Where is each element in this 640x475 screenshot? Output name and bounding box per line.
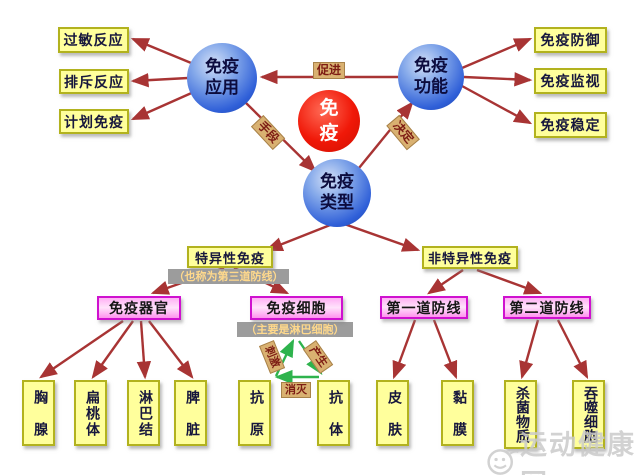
box-first-defense-line: 第一道防线 <box>380 296 468 319</box>
box-bactericide: 杀菌物质 <box>504 380 537 449</box>
node-immune-application-label: 免疫应用 <box>205 56 239 98</box>
box-immune-defense: 免疫防御 <box>534 27 607 53</box>
box-nonspecific-immunity: 非特异性免疫 <box>422 246 518 269</box>
watermark: 运动健康网 <box>482 423 640 475</box>
box-spleen: 脾脏 <box>174 380 207 446</box>
arrow-application-rejection <box>130 72 189 88</box>
node-immune-type: 免疫类型 <box>303 159 371 227</box>
box-mucosa: 黏膜 <box>441 380 474 446</box>
watermark-logo-icon <box>487 449 519 475</box>
watermark-text: 运动健康网 <box>520 430 637 475</box>
arrow-function-surveillance <box>463 72 533 87</box>
box-antigen: 抗原 <box>238 380 271 446</box>
node-immune-type-label: 免疫类型 <box>320 171 354 213</box>
node-immune-function: 免疫功能 <box>398 44 464 110</box>
arrow-type-function-decide <box>358 101 414 169</box>
box-immune-stability: 免疫稳定 <box>534 112 607 138</box>
arrow-function-stability <box>461 84 533 125</box>
arrow-nonspecific-line1 <box>427 269 464 295</box>
box-skin: 皮肤 <box>376 380 409 446</box>
arrow-function-defense <box>461 37 533 70</box>
edge-label-promote: 促进 <box>313 62 346 80</box>
arrow-organ-thymus <box>39 320 124 379</box>
box-lymph-node: 淋巴结 <box>127 380 160 446</box>
arrow-application-planned <box>130 89 197 121</box>
arrow-nonspecific-line2 <box>476 268 543 295</box>
note-third-defense-line: （也称为第三道防线） <box>168 269 289 285</box>
node-immune-application: 免疫应用 <box>187 43 257 113</box>
box-planned-immunity: 计划免疫 <box>59 109 129 134</box>
arrow-line2-phagocyte <box>556 319 589 380</box>
node-immune-function-label: 免疫功能 <box>414 55 448 97</box>
box-immune-surveillance: 免疫监视 <box>534 68 607 94</box>
box-phagocyte: 吞噬细胞 <box>572 380 605 449</box>
arrow-line2-bactericide <box>519 319 540 380</box>
box-thymus: 胸腺 <box>22 380 55 446</box>
arrow-line1-mucosa <box>432 319 458 380</box>
note-mainly-lymphocytes: （主要是淋巴细胞） <box>237 322 353 338</box>
box-antibody: 抗体 <box>317 380 350 446</box>
box-allergy-reaction: 过敏反应 <box>58 27 129 53</box>
arrow-application-allergy <box>130 37 197 67</box>
edge-label-destroy: 消灭 <box>281 382 311 399</box>
box-rejection-reaction: 排斥反应 <box>59 69 129 94</box>
box-immune-cells: 免疫细胞 <box>250 296 343 320</box>
arrow-organ-spleen <box>148 320 194 379</box>
node-immunity-label: 免疫 <box>319 97 339 144</box>
box-tonsil: 扁桃体 <box>74 380 107 446</box>
box-specific-immunity: 特异性免疫 <box>187 246 273 268</box>
box-second-defense-line: 第二道防线 <box>503 296 591 319</box>
node-immunity: 免疫 <box>298 90 360 152</box>
arrow-line1-skin <box>392 319 417 380</box>
box-immune-organs: 免疫器官 <box>97 296 181 320</box>
arrow-organ-tonsil <box>91 320 134 379</box>
arrow-organ-lymphnode <box>136 320 152 380</box>
